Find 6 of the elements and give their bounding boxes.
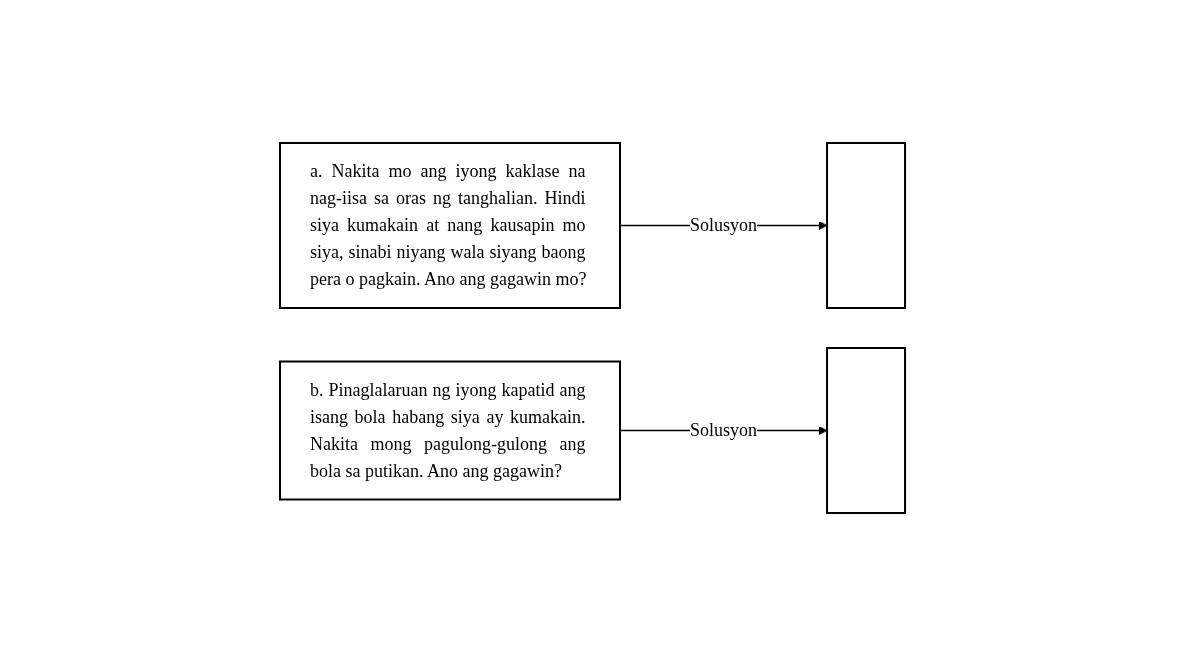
edge-label: Solusyon (689, 214, 758, 235)
node-box: b. Pinaglalaruan ng iyong kapatid ang isang bola habang siya ay kumakain. Nakita mong pagulong-gulong ang bola sa putikan. Ano ang gagawin? (279, 360, 621, 500)
node-box: a. Nakita mo ang iyong kaklase na nag-iisa sa oras ng tanghalian. Hindi siya kumakain at nang kausapin mo siya, sinabi niyang wala siyang baong pera o pagkain. Ano ang gagawin mo? (279, 141, 621, 309)
node-box (826, 346, 906, 514)
edge-label: Solusyon (689, 419, 758, 440)
node-box (826, 141, 906, 309)
